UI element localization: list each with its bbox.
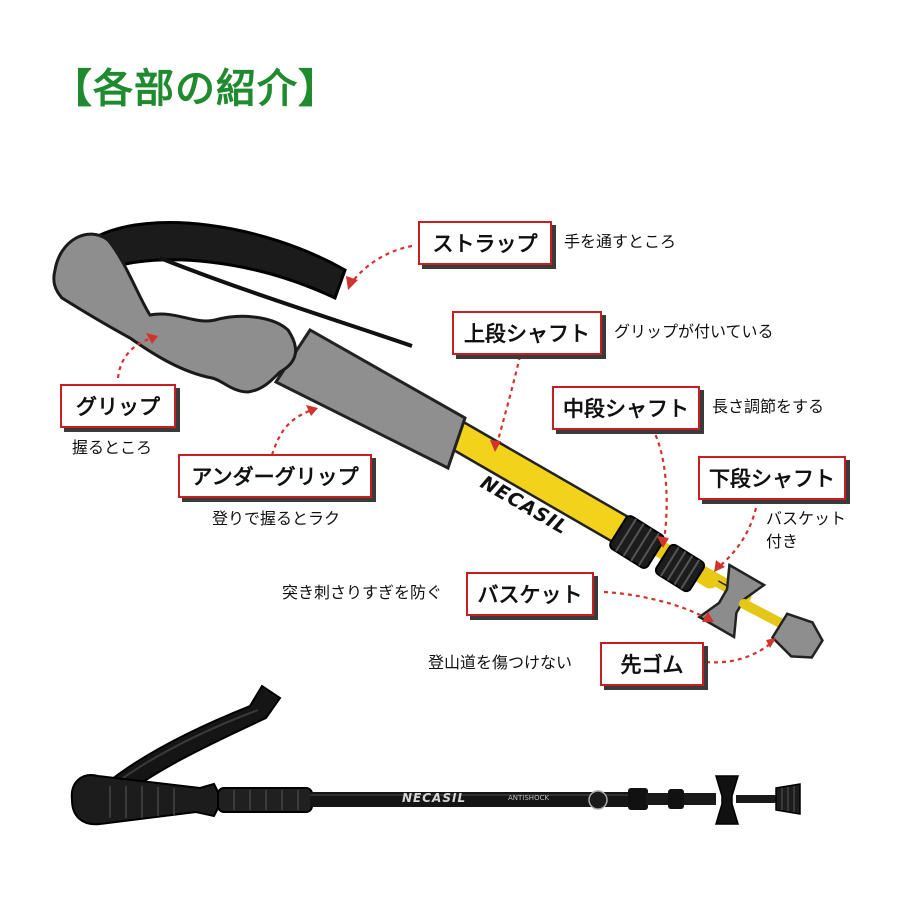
label-middle-shaft-text: 中段シャフト <box>563 397 689 421</box>
label-under-grip: アンダーグリップ <box>178 454 372 498</box>
arrow-upper-shaft <box>495 355 522 445</box>
clamp-lock-1 <box>609 515 665 569</box>
photo-clamp-1 <box>628 788 648 810</box>
label-upper-shaft-text: 上段シャフト <box>464 322 590 346</box>
photo-model-text: ANTISHOCK <box>508 794 550 802</box>
arrowhead-strap <box>346 276 358 290</box>
arrowhead-grip <box>146 333 158 344</box>
photo-upper-shaft <box>310 792 630 807</box>
arrow-tip <box>705 643 771 664</box>
arrowhead-under-grip <box>306 405 318 416</box>
basket-shape <box>697 562 767 640</box>
desc-middle-shaft: 長さ調節をする <box>712 397 825 416</box>
arrowhead-middle-shaft <box>657 536 669 548</box>
under-grip-tube <box>273 328 467 471</box>
photo-grip <box>70 774 224 826</box>
photo-lower-shaft <box>736 795 780 803</box>
arrowhead-upper-shaft <box>490 440 501 452</box>
label-grip: グリップ <box>60 384 176 428</box>
page-title: 【各部の紹介】 <box>52 66 339 112</box>
grip-shape <box>52 232 297 394</box>
arrow-grip <box>116 336 153 379</box>
label-lower-shaft-text: 下段シャフト <box>709 467 835 491</box>
desc-basket: 突き刺さりすぎを防ぐ <box>282 583 443 602</box>
desc-lower-shaft-line2: 付き <box>766 532 799 551</box>
strap-cord <box>159 256 413 348</box>
photo-clamp-2 <box>668 789 684 809</box>
arrow-middle-shaft <box>651 427 668 541</box>
arrowhead-lower-shaft <box>714 560 725 572</box>
label-strap-text: ストラップ <box>432 232 538 256</box>
desc-lower-shaft-line1: バスケット <box>766 509 847 528</box>
arrow-basket <box>603 590 707 619</box>
desc-grip: 握るところ <box>72 438 153 457</box>
label-basket-text: バスケット <box>477 583 583 607</box>
label-tip: 先ゴム <box>600 642 704 686</box>
arrowhead-basket <box>702 612 714 622</box>
desc-tip: 登山道を傷つけない <box>428 653 573 672</box>
photo-strap <box>90 684 282 808</box>
desc-upper-shaft: グリップが付いている <box>614 322 774 341</box>
label-lower-shaft: 下段シャフト <box>698 456 846 500</box>
arrowhead-tip <box>766 638 776 648</box>
desc-under-grip: 登りで握るとラク <box>212 509 341 528</box>
tip-rubber-shape <box>770 612 824 659</box>
photo-basket <box>714 775 740 825</box>
arrow-under-grip <box>270 408 313 456</box>
label-tip-text: 先ゴム <box>620 653 684 677</box>
photo-emblem <box>588 790 608 810</box>
arrow-lower-shaft <box>719 507 758 567</box>
label-grip-text: グリップ <box>76 395 160 419</box>
label-under-grip-text: アンダーグリップ <box>191 465 359 489</box>
label-middle-shaft: 中段シャフト <box>552 386 700 430</box>
arrow-strap <box>351 244 413 283</box>
desc-strap: 手を通すところ <box>564 232 677 251</box>
clamp-lock-2 <box>654 543 706 593</box>
label-strap: ストラップ <box>418 221 552 265</box>
label-basket: バスケット <box>466 572 594 616</box>
label-upper-shaft: 上段シャフト <box>452 311 602 355</box>
photo-brand-logo: NECASIL <box>402 791 467 805</box>
